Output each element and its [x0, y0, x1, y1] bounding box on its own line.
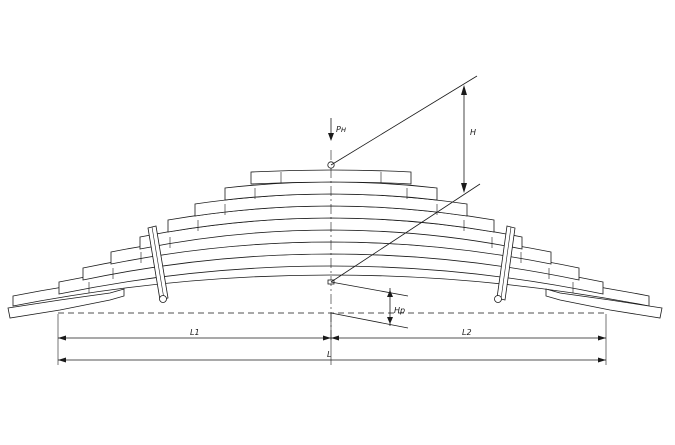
hp-leader-top	[330, 281, 409, 297]
leaf-step-ticks	[88, 172, 574, 293]
left-clamp	[147, 225, 169, 303]
l-dimension	[58, 357, 606, 363]
h-leader-bottom	[330, 183, 481, 283]
left-length-label: L1	[190, 328, 200, 337]
h-dimension	[461, 85, 467, 193]
h-leader-top	[330, 75, 478, 166]
l2-dimension	[331, 335, 606, 341]
l1-dimension	[58, 335, 331, 341]
main-leaf-right-end	[545, 288, 663, 319]
load-label: Pн	[336, 125, 346, 134]
height-label: H	[470, 128, 476, 137]
right-length-label: L2	[462, 328, 472, 337]
hp-leader-bottom	[330, 312, 409, 329]
offset-label: Hp	[394, 306, 405, 315]
hp-dimension	[387, 288, 393, 326]
main-leaf-left-end	[7, 288, 125, 319]
total-length-label: L	[327, 350, 331, 359]
right-clamp	[494, 225, 516, 303]
load-arrow	[328, 118, 334, 141]
